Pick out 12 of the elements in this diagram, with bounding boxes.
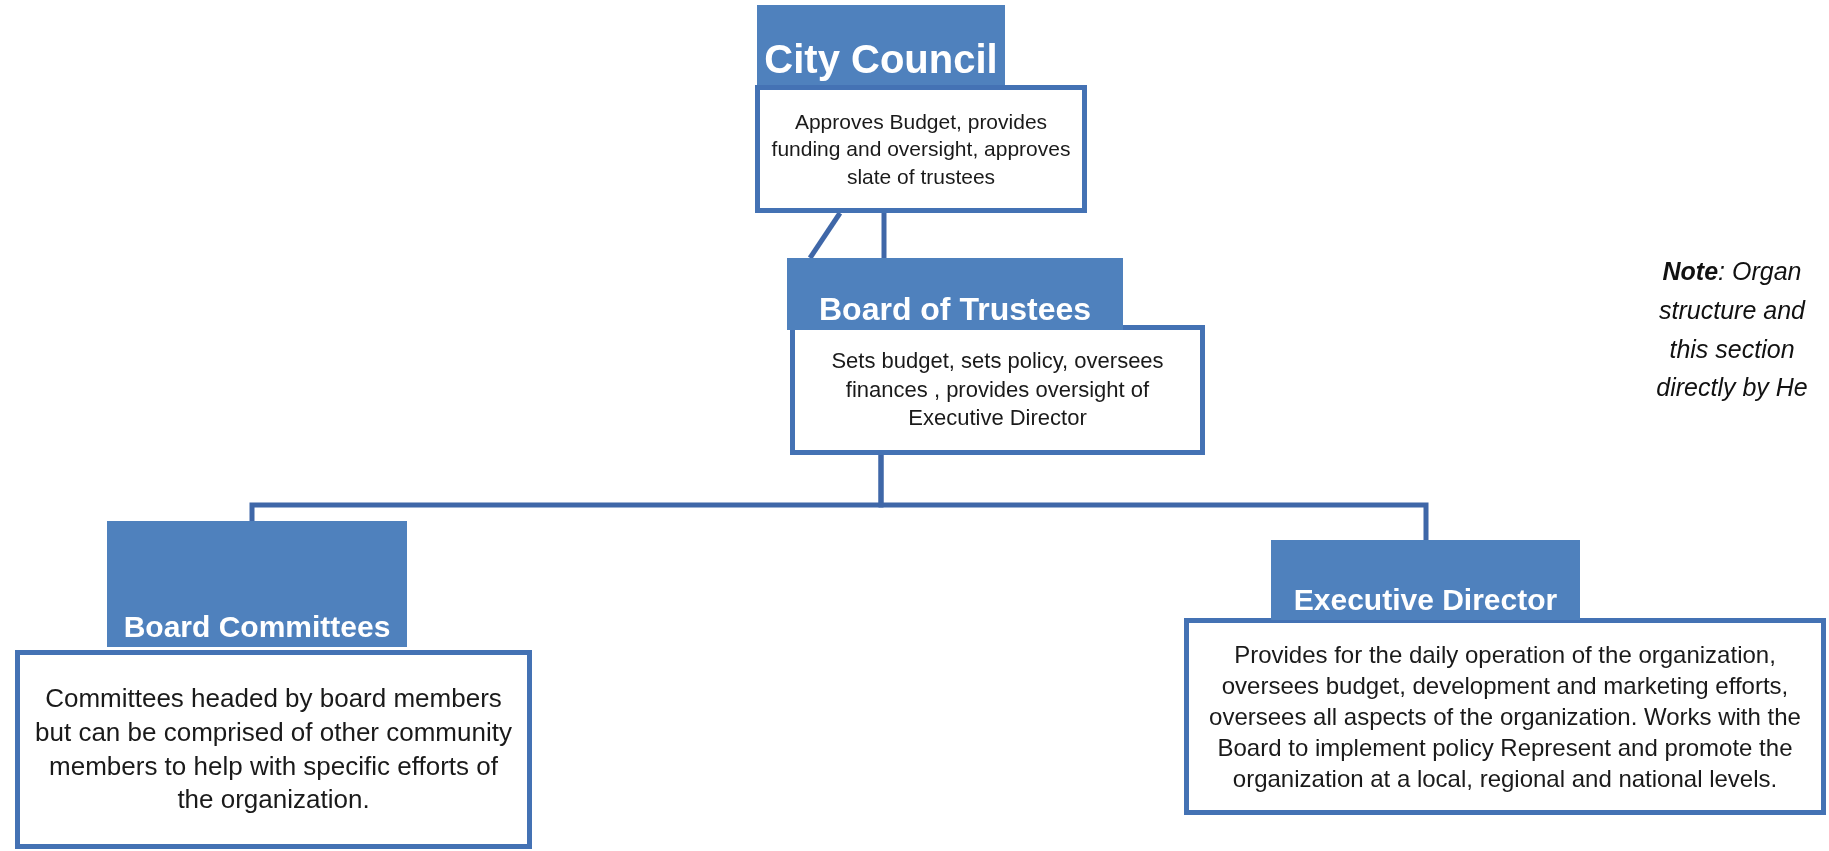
description-box: Approves Budget, provides funding and oversight, approves slate of trustees [755,85,1087,213]
heading-tab: Board Committees [107,521,407,647]
description-box: Committees headed by board members but can be comprised of other community members to help with specific efforts of the organization. [15,650,532,849]
heading-tab: Board of Trustees [787,258,1123,330]
connector-line [881,213,887,258]
connector-line [807,211,843,260]
description-box: Sets budget, sets policy, oversees finances , provides oversight of Executive Director [790,325,1205,455]
connector-line [878,455,1429,540]
heading-tab: City Council [757,5,1005,85]
description-box: Provides for the daily operation of the organization, oversees budget, development and marketing efforts, oversees all aspects of the organization. Works with the Board to implement policy Represent and promote the organization at a local, regional and national levels. [1184,618,1826,815]
note-text: Note: Organ structure and this section directly by He [1655,256,1809,404]
heading-tab: Executive Director [1271,540,1580,620]
